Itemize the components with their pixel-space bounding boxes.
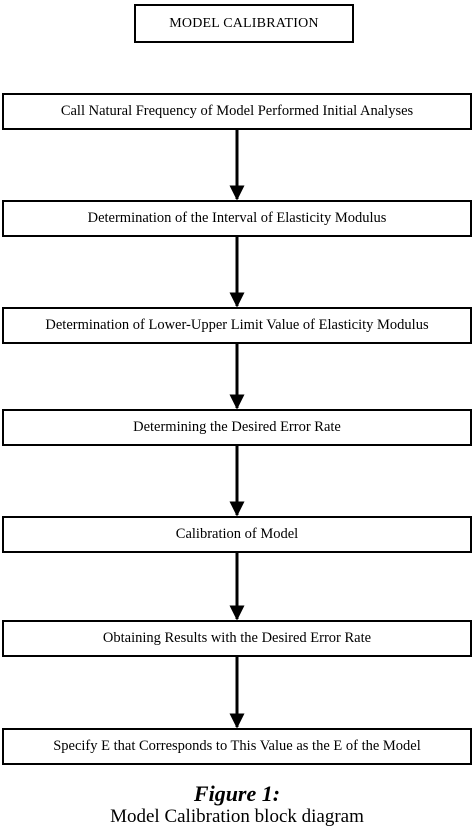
step-box-2: Determination of the Interval of Elastic… bbox=[2, 200, 472, 237]
step-box-4: Determining the Desired Error Rate bbox=[2, 409, 472, 446]
step-label-7: Specify E that Corresponds to This Value… bbox=[53, 738, 421, 754]
step-box-1: Call Natural Frequency of Model Performe… bbox=[2, 93, 472, 130]
diagram-title-box: MODEL CALIBRATION bbox=[134, 4, 354, 43]
step-box-6: Obtaining Results with the Desired Error… bbox=[2, 620, 472, 657]
step-box-7: Specify E that Corresponds to This Value… bbox=[2, 728, 472, 765]
step-label-4: Determining the Desired Error Rate bbox=[133, 419, 341, 435]
figure-caption: Model Calibration block diagram bbox=[110, 806, 364, 827]
step-box-5: Calibration of Model bbox=[2, 516, 472, 553]
figure-label: Figure 1: bbox=[193, 781, 281, 806]
diagram-title: MODEL CALIBRATION bbox=[169, 15, 319, 31]
step-box-3: Determination of Lower-Upper Limit Value… bbox=[2, 307, 472, 344]
step-label-5: Calibration of Model bbox=[175, 526, 299, 542]
step-label-3: Determination of Lower-Upper Limit Value… bbox=[45, 317, 429, 333]
step-label-6: Obtaining Results with the Desired Error… bbox=[102, 630, 372, 646]
step-label-2: Determination of the Interval of Elastic… bbox=[87, 210, 387, 226]
step-label-1: Call Natural Frequency of Model Performe… bbox=[60, 103, 414, 119]
